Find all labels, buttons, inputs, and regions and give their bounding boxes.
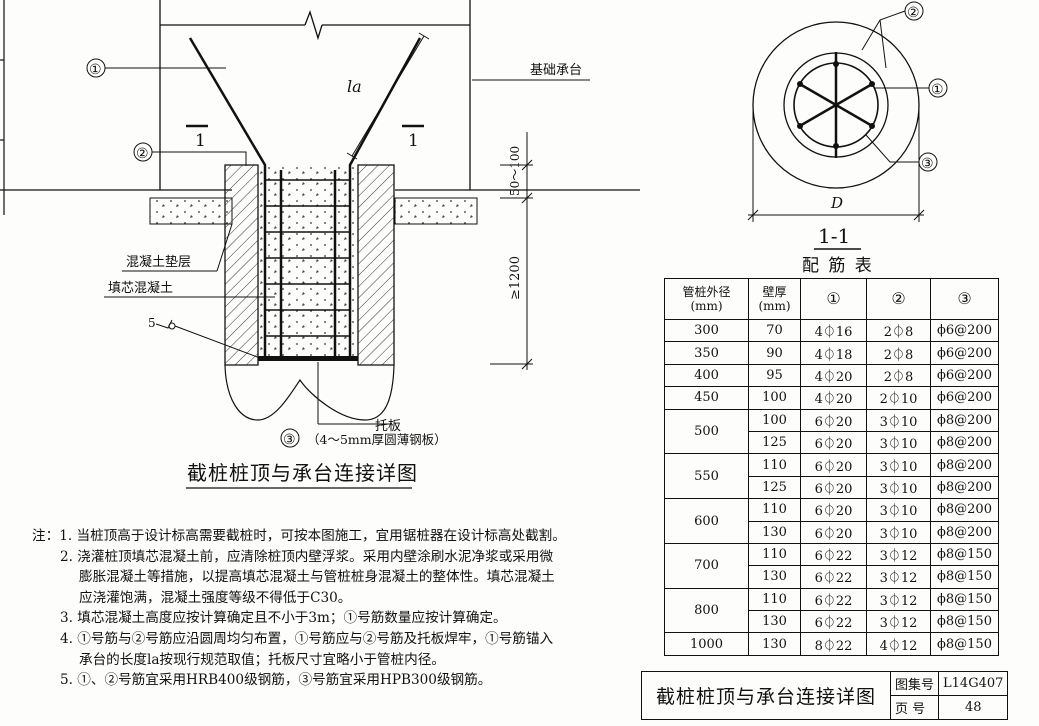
pile-wall-right: [357, 164, 395, 366]
rebar-table-header: 管桩外径 (mm) 壁厚 (mm) ① ② ③: [664, 278, 999, 320]
stirrups: [265, 179, 350, 337]
section-mark-right: 1: [402, 124, 424, 151]
svg-text:③: ③: [283, 432, 296, 448]
svg-text:5: 5: [148, 316, 156, 330]
header-wall-thickness: 壁厚 (mm): [748, 278, 801, 320]
plate-label: 托板: [375, 419, 401, 434]
atlas-number-label: 图集号: [890, 671, 940, 696]
vertical-bars: [188, 37, 422, 358]
svg-text:1: 1: [195, 131, 206, 151]
header-bar-1: ①: [800, 278, 867, 320]
plate-note: （4～5mm厚圆薄钢板）: [307, 432, 447, 447]
section-callout-3: ③: [865, 134, 938, 172]
section-mark-left: 1: [186, 124, 208, 151]
rebar-table-title: 配 筋 表: [802, 256, 874, 275]
la-dimension: [346, 32, 430, 160]
pile-wall-left: [224, 164, 259, 366]
note-line-1: 注：1. 当桩顶高于设计标高需要截桩时，可按本图施工，宜用锯桩器在设计标高处截割…: [32, 528, 566, 544]
dim-50-100: 50～100: [508, 146, 522, 196]
cushion-layer-left: [149, 197, 233, 225]
svg-text:①: ①: [89, 62, 102, 78]
notes: 注：1. 当桩顶高于设计标高需要截桩时，可按本图施工，宜用锯桩器在设计标高处截割…: [32, 526, 642, 691]
page-number: 48: [938, 695, 1009, 720]
diameter-dimension: [747, 105, 925, 222]
atlas-number: L14G407: [938, 671, 1009, 696]
cap-outline: [0, 0, 640, 191]
note-line-5: 3. 填芯混凝土高度应按计算确定且不小于3m；①号筋数量应按计算确定。: [60, 610, 507, 627]
leader-cushion: 混凝土垫层: [122, 223, 233, 272]
sheet-border-marks: [0, 0, 5, 215]
leader-infill: 填芯混凝土: [104, 280, 275, 298]
page-number-label: 页 号: [890, 695, 940, 720]
callout-3: ③: [280, 362, 392, 448]
support-plate: [258, 356, 358, 361]
header-pile-diameter: 管桩外径 (mm): [664, 278, 749, 320]
section-callout-2: ②: [861, 1, 924, 69]
la-label: la: [347, 77, 362, 96]
infill-concrete: [258, 165, 358, 360]
note-line-8: 5. ①、②号筋宜采用HRB400级钢筋，③号筋宜采用HPB300级钢筋。: [60, 672, 492, 689]
svg-text:混凝土垫层: 混凝土垫层: [126, 254, 191, 270]
section-1-1-drawing: ② ① ③ D 1-1 配 筋 表: [747, 1, 948, 275]
note-line-4: 应浇灌饱满，混凝土强度等级不得低于C30。: [79, 589, 352, 606]
note-line-7: 承台的长度la按现行规范取值；托板尺寸宜略小于管桩内径。: [79, 651, 445, 668]
svg-text:③: ③: [921, 156, 934, 172]
callout-2: ②: [133, 142, 247, 166]
title-block: 截桩桩顶与承台连接详图 图集号 L14G407 页 号 48: [640, 671, 1009, 720]
section-callout-1: ①: [874, 78, 948, 98]
weld-symbol: 5: [148, 316, 261, 359]
leader-cap: 基础承台: [472, 63, 590, 81]
section-bars: [797, 52, 875, 158]
height-dimension: [490, 132, 533, 370]
title-block-title: 截桩桩顶与承台连接详图: [640, 671, 892, 720]
section-title: 1-1: [818, 224, 850, 248]
cushion-layer-right: [394, 197, 478, 225]
svg-text:基础承台: 基础承台: [530, 63, 582, 78]
section-bar-dots: [797, 61, 875, 149]
main-detail-drawing: la 1 1 50～100 ≥1200 ① ② ③: [0, 0, 640, 489]
note-line-2: 2. 浇灌桩顶填芯混凝土前，应清除桩顶内壁浮浆。采用内壁涂刷水泥净浆或采用微: [60, 548, 554, 565]
note-line-3: 膨胀混凝土等措施，以提高填芯混凝土与管桩桩身混凝土的整体性。填芯混凝土: [79, 569, 555, 586]
callout-1: ①: [86, 58, 226, 78]
main-drawing-title: 截桩桩顶与承台连接详图: [187, 461, 418, 485]
svg-text:②: ②: [136, 146, 149, 162]
note-line-6: 4. ①号筋与②号筋应沿圆周均匀布置，①号筋应与②号筋及托板焊牢，①号筋锚入: [60, 630, 554, 647]
svg-text:①: ①: [931, 82, 944, 98]
header-bar-3: ③: [930, 278, 999, 320]
diameter-label: D: [830, 194, 843, 212]
dim-1200: ≥1200: [508, 256, 523, 300]
pile-break-line: [224, 364, 395, 421]
header-bar-2: ②: [866, 278, 931, 320]
svg-text:1: 1: [408, 131, 419, 151]
svg-text:填芯混凝土: 填芯混凝土: [108, 280, 173, 296]
svg-text:②: ②: [907, 5, 920, 21]
